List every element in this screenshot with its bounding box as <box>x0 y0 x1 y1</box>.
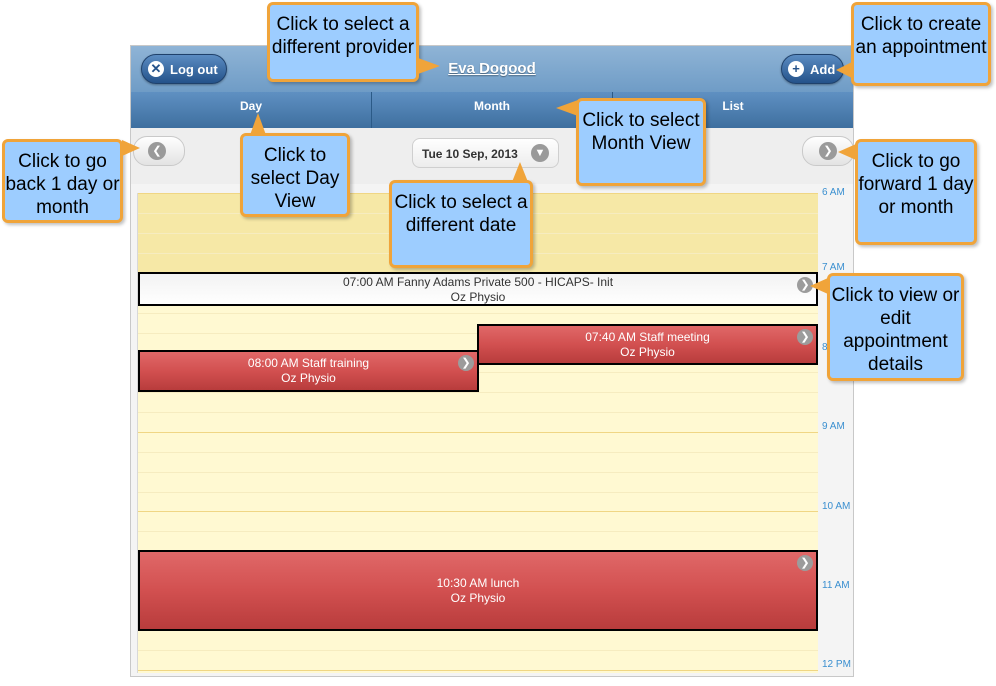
tab-list[interactable]: List <box>722 99 744 113</box>
calendar-app: ✕ Log out Eva Dogood + Add Day Month Lis… <box>130 45 854 677</box>
hour-line <box>138 670 818 671</box>
callout-date: Click to select a different date <box>389 180 533 268</box>
hour-label: 12 PM <box>822 659 851 670</box>
chevron-left-icon: ❮ <box>148 142 166 160</box>
provider-select-link: Eva Dogood <box>131 60 853 77</box>
close-icon: ✕ <box>148 61 164 77</box>
view-tabs: Day Month List <box>131 92 853 128</box>
chevron-right-icon[interactable]: ❯ <box>797 277 813 293</box>
plus-icon: + <box>788 61 804 77</box>
current-date: Tue 10 Sep, 2013 <box>422 147 518 161</box>
provider-name[interactable]: Eva Dogood <box>448 60 536 77</box>
appointment-staff-training[interactable]: 08:00 AM Staff training Oz Physio ❯ <box>138 350 479 392</box>
callout-back: Click to go back 1 day or month <box>2 139 123 223</box>
callout-provider: Click to select a different provider <box>267 2 419 82</box>
appointment-fanny-adams[interactable]: 07:00 AM Fanny Adams Private 500 - HICAP… <box>138 272 818 306</box>
slot-line <box>138 313 818 314</box>
add-appointment-button[interactable]: + Add <box>781 54 844 84</box>
appointment-title: 07:40 AM Staff meeting <box>585 330 710 344</box>
app-header: ✕ Log out Eva Dogood + Add <box>131 46 853 92</box>
callout-forward: Click to go forward 1 day or month <box>855 139 977 245</box>
appointment-location: Oz Physio <box>450 591 506 605</box>
chevron-right-icon[interactable]: ❯ <box>797 329 813 345</box>
callout-pointer <box>250 113 266 135</box>
previous-button[interactable]: ❮ <box>133 136 185 166</box>
callout-day: Click to select Day View <box>240 133 350 217</box>
callout-pointer <box>556 100 578 116</box>
callout-add: Click to create an appointment <box>851 2 991 86</box>
callout-pointer <box>512 162 528 182</box>
hour-line <box>138 432 818 433</box>
tab-day[interactable]: Day <box>131 92 372 128</box>
hour-label: 7 AM <box>822 262 845 273</box>
hour-label: 10 AM <box>822 501 851 512</box>
slot-line <box>138 531 818 532</box>
chevron-down-icon: ▼ <box>531 144 549 162</box>
appointment-title: 07:00 AM Fanny Adams Private 500 - HICAP… <box>342 275 614 289</box>
date-selector[interactable]: Tue 10 Sep, 2013 ▼ <box>412 138 559 168</box>
slot-line <box>138 412 818 413</box>
appointment-staff-meeting[interactable]: 07:40 AM Staff meeting Oz Physio ❯ <box>477 324 818 365</box>
callout-month: Click to select Month View <box>576 98 706 186</box>
hour-label: 6 AM <box>822 187 845 198</box>
appointment-lunch[interactable]: 10:30 AM lunch Oz Physio ❯ <box>138 550 818 631</box>
slot-line <box>138 472 818 473</box>
appointment-location: Oz Physio <box>620 345 675 359</box>
callout-pointer <box>810 278 828 294</box>
callout-pointer <box>836 62 852 78</box>
logout-button[interactable]: ✕ Log out <box>141 54 227 84</box>
callout-pointer <box>418 58 440 74</box>
appointment-title: 08:00 AM Staff training <box>247 356 370 370</box>
appointment-location: Oz Physio <box>450 290 506 304</box>
chevron-right-icon[interactable]: ❯ <box>797 555 813 571</box>
slot-line <box>138 492 818 493</box>
slot-line <box>138 452 818 453</box>
hour-label: 11 AM <box>822 580 850 591</box>
logout-label: Log out <box>170 61 218 77</box>
chevron-right-icon: ❯ <box>819 142 837 160</box>
add-label: Add <box>810 61 836 77</box>
chevron-right-icon[interactable]: ❯ <box>458 355 474 371</box>
callout-pointer <box>122 140 140 156</box>
hour-label: 9 AM <box>822 421 845 432</box>
hour-line <box>138 511 818 512</box>
callout-details: Click to view or edit appointment detail… <box>827 273 964 381</box>
appointment-title: 10:30 AM lunch <box>436 576 520 590</box>
slot-line <box>138 392 818 393</box>
slot-line <box>138 650 818 651</box>
day-grid: 6 AM 7 AM 8 AM 9 AM 10 AM 11 AM 12 PM 07… <box>137 187 851 673</box>
callout-pointer <box>838 144 856 160</box>
appointment-location: Oz Physio <box>281 371 336 385</box>
